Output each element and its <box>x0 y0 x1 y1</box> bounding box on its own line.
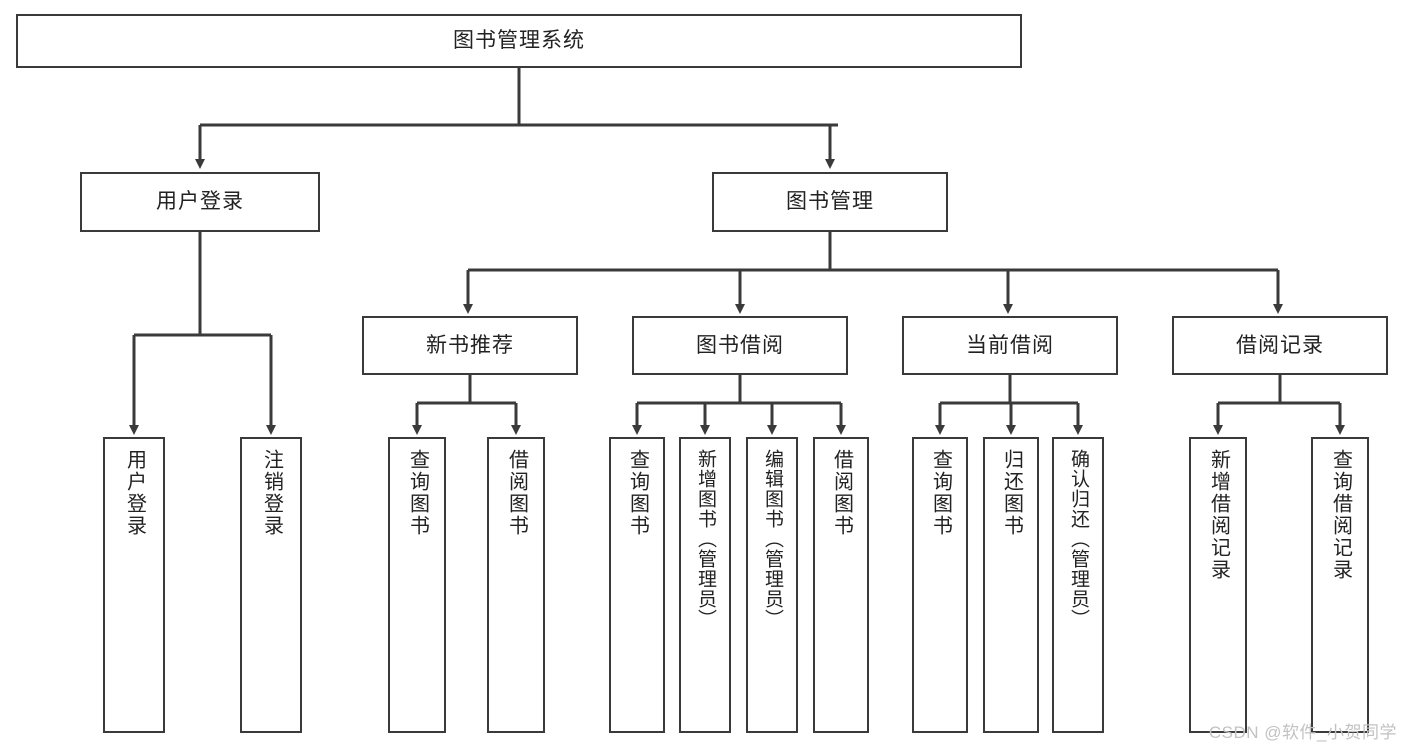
node-label: 图书管理系统 <box>453 29 585 53</box>
node-label: 用户登录 <box>123 449 146 537</box>
node-label: 新书推荐 <box>426 333 514 357</box>
node-label: 注销登录 <box>260 449 283 537</box>
node-label: 查询借阅记录 <box>1329 449 1352 581</box>
node-label: 当前借阅 <box>966 333 1054 357</box>
node-label: 新增借阅记录 <box>1207 449 1230 581</box>
node-label: 借阅记录 <box>1236 333 1324 357</box>
node-label: 归还图书 <box>1000 449 1023 537</box>
node-label: 借阅图书 <box>830 449 853 537</box>
node-label: 图书管理 <box>786 190 874 214</box>
leaf-user-login[interactable]: 用户登录 <box>103 437 165 733</box>
node-label: 用户登录 <box>156 190 244 214</box>
node-label: 查询图书 <box>626 449 649 537</box>
leaf-return-book[interactable]: 归还图书 <box>983 437 1039 733</box>
leaf-add-borrow-record[interactable]: 新增借阅记录 <box>1189 437 1247 733</box>
node-label: 查询图书 <box>406 449 429 537</box>
leaf-query-book-current[interactable]: 查询图书 <box>912 437 968 733</box>
node-label: 图书借阅 <box>696 333 784 357</box>
node-book-management[interactable]: 图书管理 <box>712 172 948 232</box>
node-new-book-recommend[interactable]: 新书推荐 <box>362 316 578 375</box>
leaf-query-borrow-record[interactable]: 查询借阅记录 <box>1311 437 1369 733</box>
leaf-add-book-admin[interactable]: 新增图书（管理员） <box>679 437 731 733</box>
node-label: 编辑图书（管理员） <box>761 449 783 629</box>
node-label: 确认归还（管理员） <box>1067 449 1089 629</box>
node-label: 借阅图书 <box>505 449 528 537</box>
leaf-query-book-borrow[interactable]: 查询图书 <box>609 437 665 733</box>
node-current-borrow[interactable]: 当前借阅 <box>902 316 1118 375</box>
leaf-confirm-return-admin[interactable]: 确认归还（管理员） <box>1052 437 1104 733</box>
node-book-borrow[interactable]: 图书借阅 <box>632 316 848 375</box>
leaf-edit-book-admin[interactable]: 编辑图书（管理员） <box>746 437 798 733</box>
node-user-login[interactable]: 用户登录 <box>80 172 320 232</box>
node-borrow-record[interactable]: 借阅记录 <box>1172 316 1388 375</box>
node-root-system[interactable]: 图书管理系统 <box>16 14 1022 68</box>
leaf-borrow-book-recommend[interactable]: 借阅图书 <box>487 437 545 733</box>
leaf-query-book-recommend[interactable]: 查询图书 <box>388 437 446 733</box>
node-label: 查询图书 <box>929 449 952 537</box>
node-label: 新增图书（管理员） <box>694 449 716 629</box>
leaf-borrow-book[interactable]: 借阅图书 <box>813 437 869 733</box>
leaf-logout[interactable]: 注销登录 <box>240 437 302 733</box>
